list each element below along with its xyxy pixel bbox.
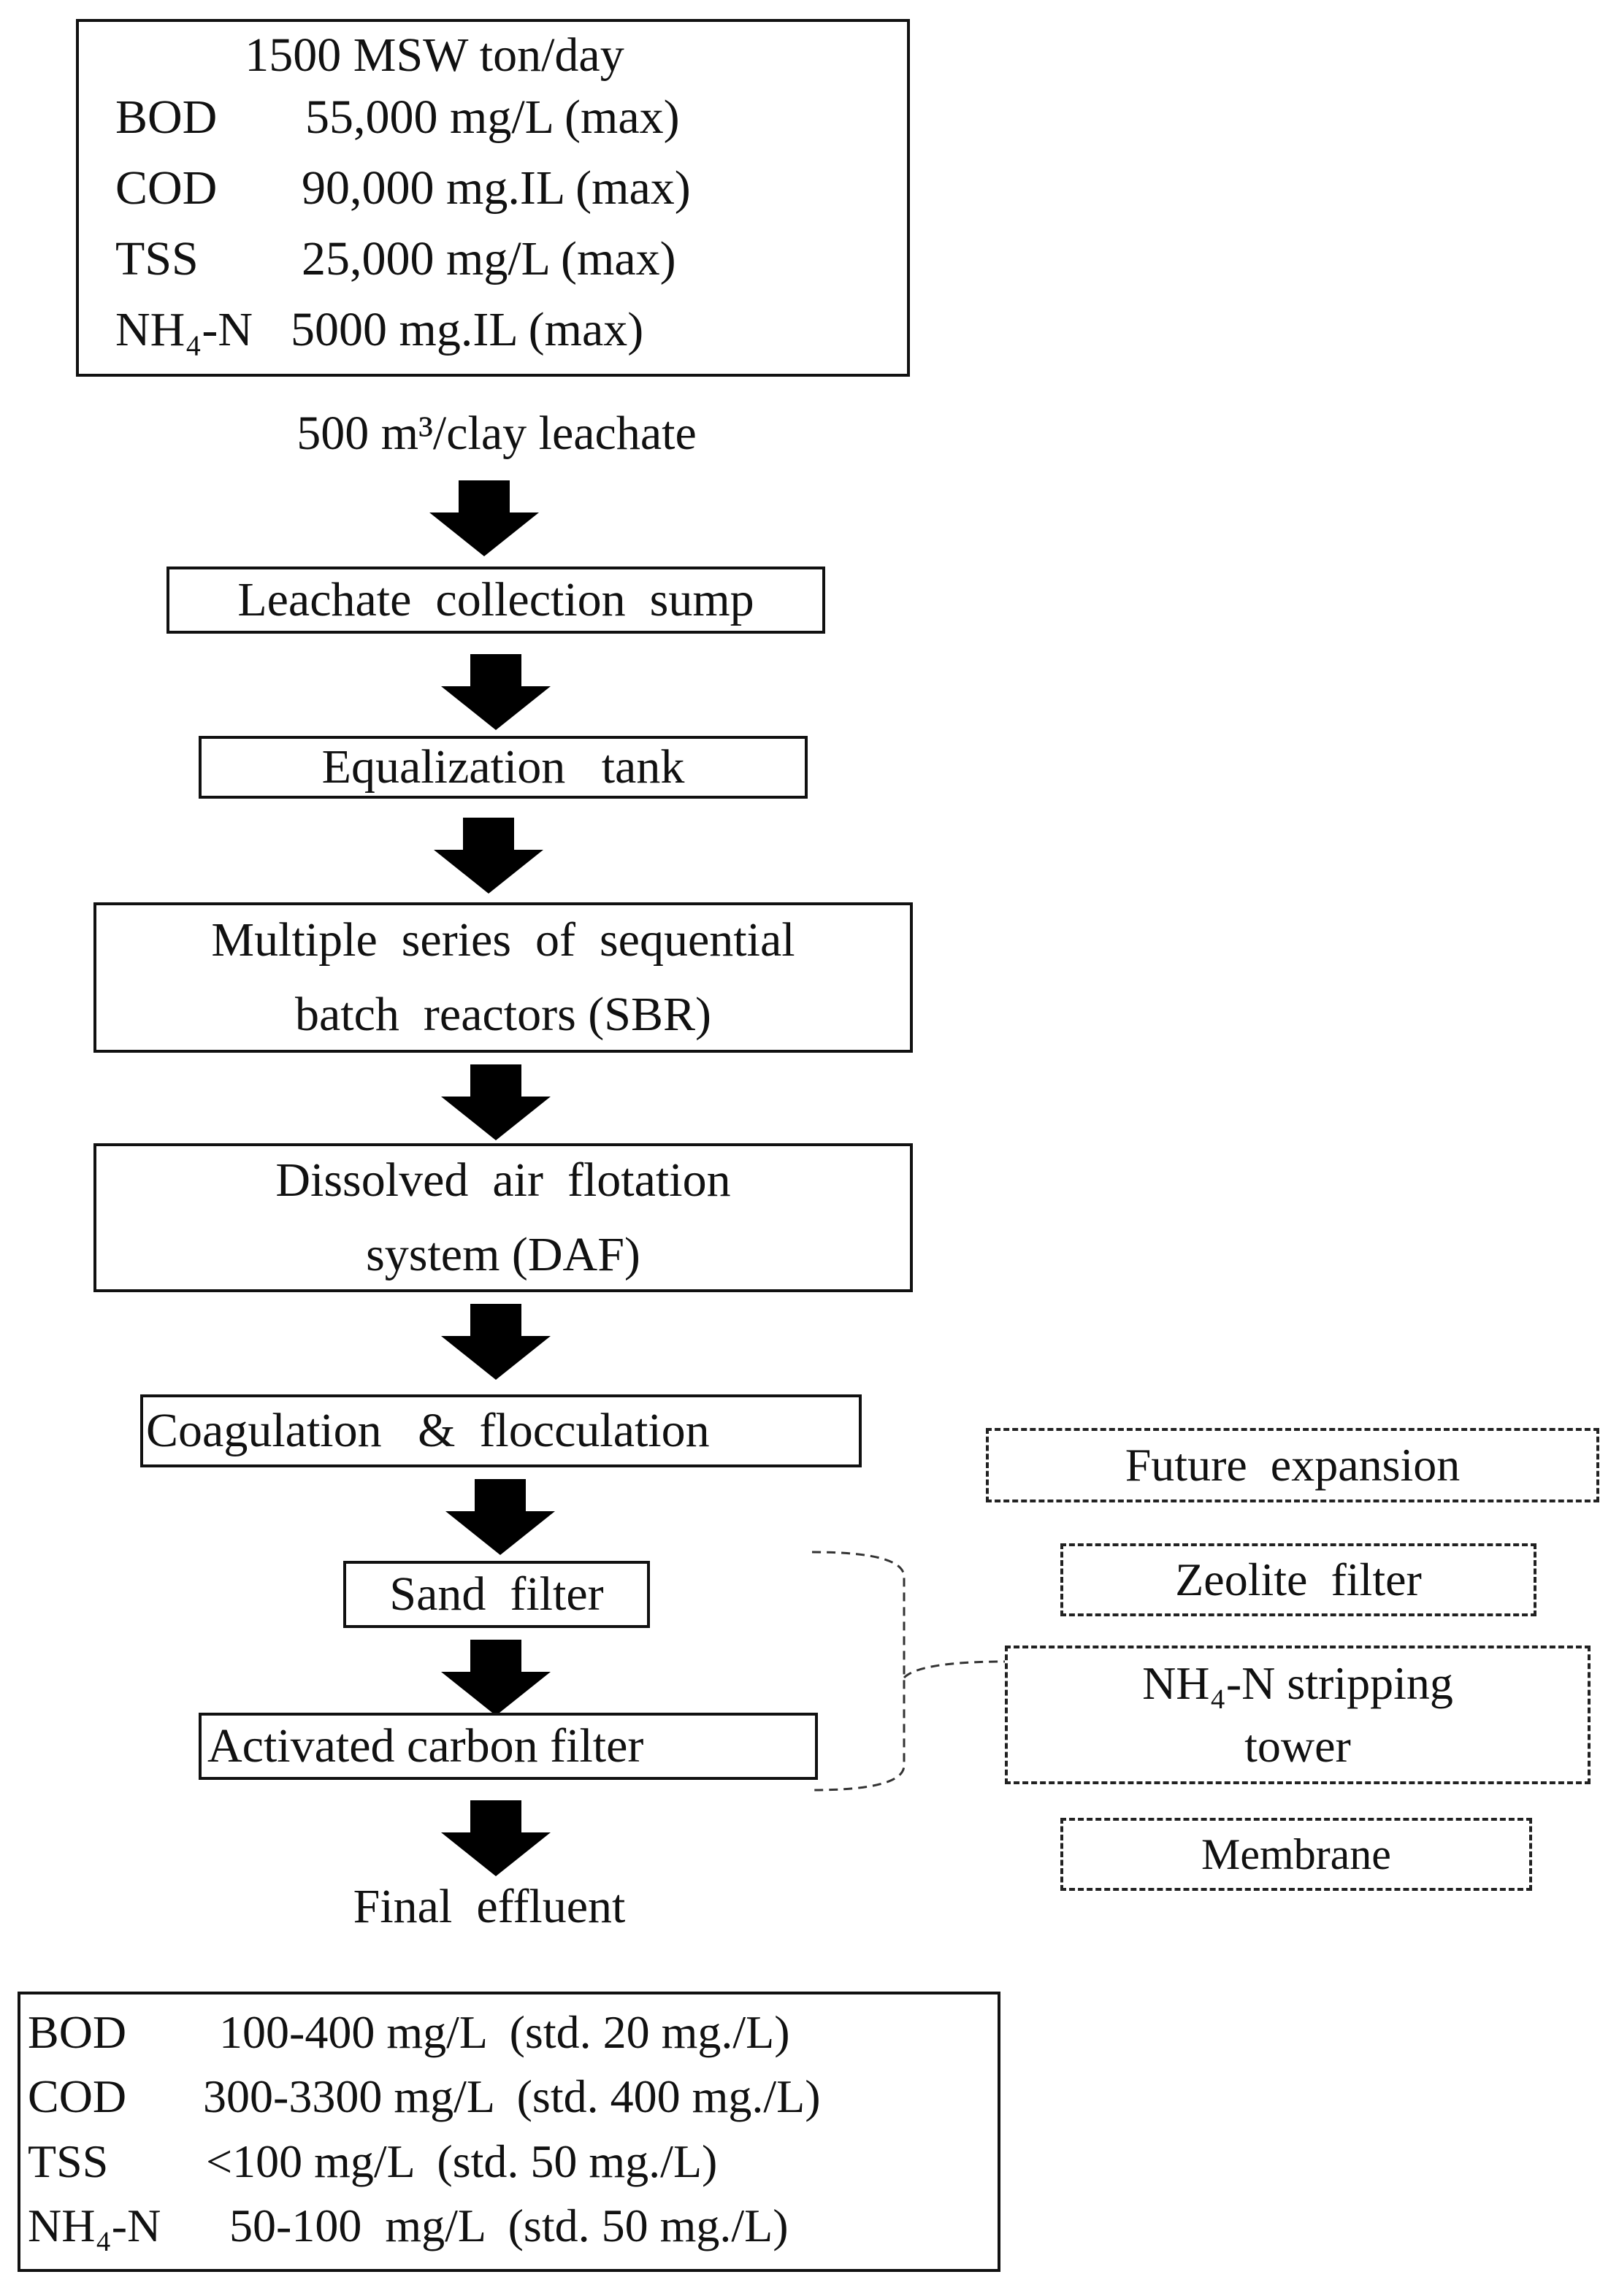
arrow-down-icon: [441, 654, 551, 730]
influent-row-tss: TSS 25,000 mg/L (max): [115, 223, 907, 294]
arrow-down-icon: [441, 1640, 551, 1716]
step-equalization-tank: Equalization tank: [199, 736, 808, 799]
future-expansion-label: Future expansion: [1125, 1439, 1461, 1491]
effluent-row-tss: TSS <100 mg/L (std. 50 mg./L): [28, 2130, 998, 2194]
stripping-label-line2: tower: [1244, 1720, 1351, 1772]
param-value: 50-100 mg/L (std. 50 mg./L): [229, 2199, 789, 2251]
influent-row-nh4: NH₄-N 5000 mg.IL (max): [115, 294, 907, 365]
effluent-box: BOD 100-400 mg/L (std. 20 mg./L) COD 300…: [18, 1992, 1000, 2272]
step-label: Activated carbon filter: [207, 1719, 644, 1773]
effluent-row-nh4: NH₄-N 50-100 mg/L (std. 50 mg./L): [28, 2194, 998, 2258]
step-label: Leachate collection sump: [237, 572, 754, 626]
arrow-down-icon: [441, 1304, 551, 1380]
flow-label: 500 m³/clay leachate: [296, 407, 697, 460]
param-value: 300-3300 mg/L (std. 400 mg./L): [203, 2070, 821, 2123]
param-name: COD: [115, 161, 218, 215]
membrane-box: Membrane: [1060, 1818, 1532, 1891]
step-coagulation-flocculation: Coagulation & flocculation: [140, 1394, 862, 1467]
step-leachate-collection-sump: Leachate collection sump: [167, 567, 825, 634]
zeolite-filter-box: Zeolite filter: [1060, 1543, 1536, 1616]
effluent-row-bod: BOD 100-400 mg/L (std. 20 mg./L): [28, 2000, 998, 2065]
param-name: TSS: [28, 2135, 109, 2187]
effluent-row-cod: COD 300-3300 mg/L (std. 400 mg./L): [28, 2065, 998, 2129]
param-value: 5000 mg.IL (max): [291, 303, 644, 357]
arrow-down-icon: [441, 1064, 551, 1140]
param-value: <100 mg/L (std. 50 mg./L): [206, 2135, 718, 2187]
step-sand-filter: Sand filter: [343, 1561, 650, 1628]
step-sbr: Multiple series of sequential batch reac…: [93, 902, 913, 1053]
zeolite-filter-label: Zeolite filter: [1175, 1554, 1422, 1606]
param-name: BOD: [115, 91, 218, 144]
step-label-line2: batch reactors (SBR): [295, 988, 711, 1041]
step-label: Coagulation & flocculation: [146, 1403, 710, 1457]
final-effluent-label: Final effluent: [353, 1880, 626, 1933]
param-name: TSS: [115, 232, 199, 286]
effluent-params: BOD 100-400 mg/L (std. 20 mg./L) COD 300…: [20, 2000, 998, 2258]
param-value: 25,000 mg/L (max): [302, 232, 676, 286]
step-label: Sand filter: [389, 1567, 604, 1621]
step-daf: Dissolved air flotation system (DAF): [93, 1143, 913, 1292]
future-expansion-box: Future expansion: [986, 1428, 1599, 1502]
param-name: BOD: [28, 2006, 127, 2058]
arrow-down-icon: [434, 818, 543, 894]
arrow-down-icon: [441, 1800, 551, 1876]
influent-row-cod: COD 90,000 mg.IL (max): [115, 153, 907, 223]
nh4-stripping-tower-box: NH₄-N stripping tower: [1005, 1646, 1591, 1784]
param-name: NH₄-N: [115, 303, 253, 357]
param-name: COD: [28, 2070, 127, 2123]
influent-box: 1500 MSW ton/day BOD 55,000 mg/L (max) C…: [76, 19, 910, 377]
param-name: NH₄-N: [28, 2199, 161, 2251]
stripping-label-line1: NH₄-N stripping: [1142, 1656, 1453, 1709]
arrow-down-icon: [445, 1479, 555, 1555]
step-label: Equalization tank: [321, 740, 685, 794]
step-activated-carbon-filter: Activated carbon filter: [199, 1713, 818, 1780]
step-label-line1: Dissolved air flotation: [275, 1153, 731, 1207]
step-label-line1: Multiple series of sequential: [211, 913, 795, 967]
membrane-label: Membrane: [1201, 1830, 1391, 1878]
param-value: 90,000 mg.IL (max): [302, 161, 691, 215]
influent-title: 1500 MSW ton/day: [245, 28, 624, 82]
arrow-down-icon: [429, 480, 539, 556]
influent-row-bod: BOD 55,000 mg/L (max): [115, 82, 907, 153]
step-label-line2: system (DAF): [366, 1228, 640, 1281]
param-value: 55,000 mg/L (max): [305, 91, 680, 144]
influent-params: BOD 55,000 mg/L (max) COD 90,000 mg.IL (…: [79, 82, 907, 365]
param-value: 100-400 mg/L (std. 20 mg./L): [219, 2006, 790, 2058]
